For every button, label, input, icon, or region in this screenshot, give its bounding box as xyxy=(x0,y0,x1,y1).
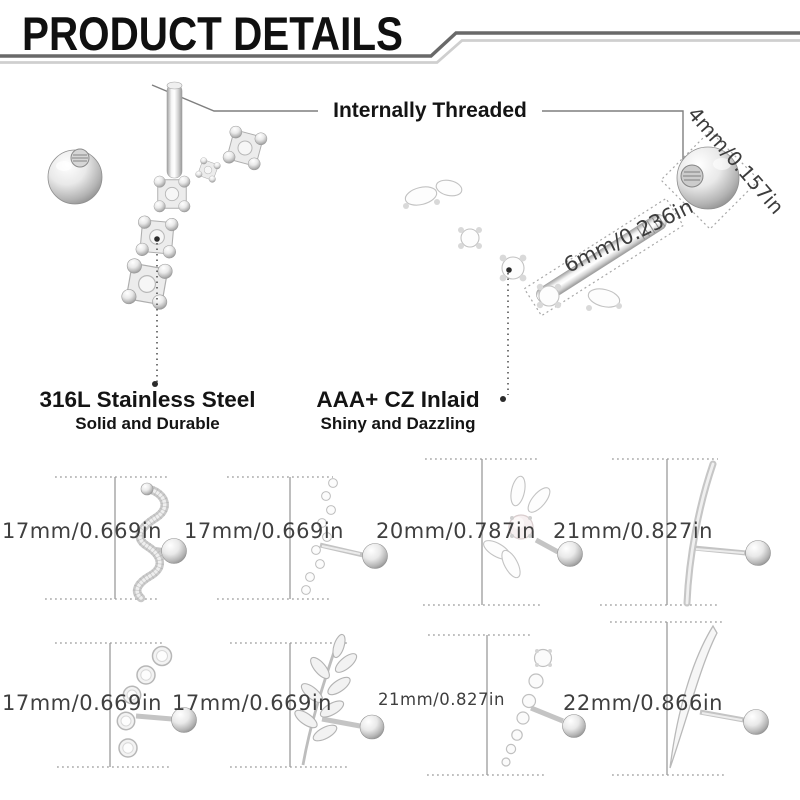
variant-opal-flower-illustration xyxy=(483,475,583,579)
variant-size-label: 17mm/0.669in xyxy=(2,691,162,715)
measurement-vertical-lines xyxy=(109,459,668,775)
stone-subtitle: Shiny and Dazzling xyxy=(320,414,476,433)
internally-threaded-label: Internally Threaded xyxy=(333,99,527,122)
variant-size-label: 17mm/0.669in xyxy=(184,519,344,543)
page-title: PRODUCT DETAILS xyxy=(22,7,403,60)
screw-ball-illustration xyxy=(47,148,103,205)
variant-size-label: 17mm/0.669in xyxy=(172,691,332,715)
variant-size-label: 22mm/0.866in xyxy=(563,691,723,715)
earring-back-illustration xyxy=(119,81,269,312)
material-title: 316L Stainless Steel xyxy=(39,387,256,412)
leader-lines xyxy=(152,236,512,402)
header-divider xyxy=(0,31,800,64)
material-subtitle: Solid and Durable xyxy=(75,414,220,433)
variant-cz-climber-illustration xyxy=(501,648,586,767)
variant-size-label: 20mm/0.787in xyxy=(376,519,536,543)
variant-snake-illustration xyxy=(132,482,187,603)
stone-title: AAA+ CZ Inlaid xyxy=(316,387,480,412)
variant-size-label: 17mm/0.669in xyxy=(2,519,162,543)
earring-front-illustration xyxy=(403,130,760,317)
measurement-brackets xyxy=(45,458,725,776)
variant-crescent-illustration xyxy=(669,624,769,769)
variant-bezel-curve-illustration xyxy=(116,645,197,758)
variant-leaf-branch-illustration xyxy=(294,633,385,766)
variant-curved-bar-illustration xyxy=(683,460,771,607)
variant-size-label: 21mm/0.827in xyxy=(378,690,505,709)
variant-cz-bar-illustration xyxy=(301,478,388,595)
variant-size-label: 21mm/0.827in xyxy=(553,519,713,543)
